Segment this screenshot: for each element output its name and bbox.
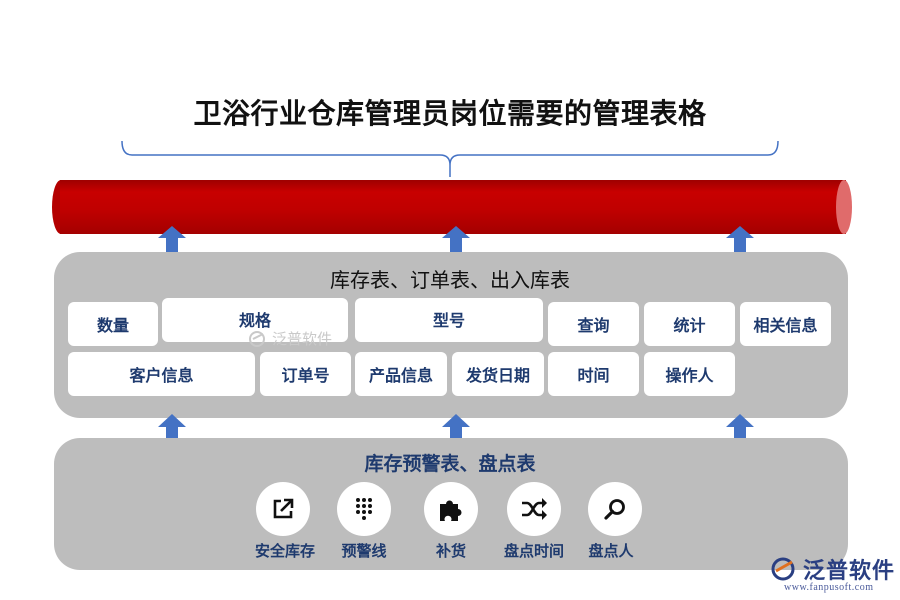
cell-model: 型号 <box>355 298 543 342</box>
shuffle-icon <box>507 482 561 536</box>
cell-quantity: 数量 <box>68 302 158 346</box>
cell-statistics: 统计 <box>644 302 735 346</box>
cell-operator: 操作人 <box>644 352 735 396</box>
icon-label-safety-stock: 安全库存 <box>254 542 315 560</box>
watermark-center-text: 泛普软件 <box>272 330 333 348</box>
cell-spec: 规格 <box>162 298 348 342</box>
icon-label-counter-person: 盘点人 <box>588 542 634 560</box>
cell-customer-info: 客户信息 <box>68 352 255 396</box>
brand-logo: 泛普软件 <box>770 553 895 585</box>
up-arrow-left <box>158 414 186 444</box>
brand-logo-url: www.fanpusoft.com <box>784 582 874 593</box>
red-cylinder-bar <box>60 180 846 234</box>
brand-logo-icon <box>771 557 795 581</box>
up-arrow-right <box>726 414 754 444</box>
search-icon <box>588 482 642 536</box>
watermark-center: 泛普软件 <box>248 328 332 349</box>
curly-brace <box>121 140 779 177</box>
icon-label-count-time: 盘点时间 <box>503 542 564 560</box>
icon-label-replenish: 补货 <box>435 542 466 560</box>
brand-logo-text: 泛普软件 <box>803 559 896 584</box>
external-link-icon <box>256 482 310 536</box>
up-arrow-center <box>442 414 470 444</box>
watermark-logo-icon <box>249 330 265 347</box>
dial-pad-icon <box>337 482 391 536</box>
cell-product-info: 产品信息 <box>355 352 447 396</box>
puzzle-icon <box>424 482 478 536</box>
cell-query: 查询 <box>548 302 639 346</box>
top-panel-title: 库存表、订单表、出入库表 <box>330 268 570 292</box>
cylinder-right-end <box>836 180 852 234</box>
bottom-panel-title: 库存预警表、盘点表 <box>364 453 536 475</box>
cell-time: 时间 <box>548 352 639 396</box>
icon-label-warning-line: 预警线 <box>341 542 387 560</box>
cell-related-info: 相关信息 <box>740 302 831 346</box>
cell-order-number: 订单号 <box>260 352 351 396</box>
cell-ship-date: 发货日期 <box>452 352 544 396</box>
diagram-title: 卫浴行业仓库管理员岗位需要的管理表格 <box>193 97 707 130</box>
